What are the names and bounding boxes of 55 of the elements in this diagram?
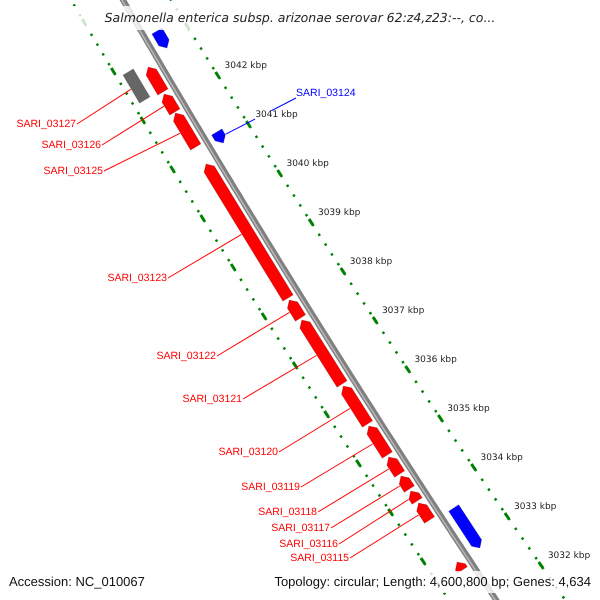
tick-label: 3032 kbp — [548, 552, 590, 561]
gene-feature — [341, 386, 374, 428]
tick-label: 3040 kbp — [286, 160, 329, 169]
tick-label: 3036 kbp — [414, 356, 457, 365]
gene-feature — [299, 320, 348, 388]
leader-line — [216, 312, 290, 356]
gene-feature — [211, 128, 226, 144]
tick-label: 3037 kbp — [382, 307, 424, 316]
gene-feature — [386, 456, 406, 478]
title: Salmonella enterica subsp. arizonae serovar 62:z4,z23:--, co... — [104, 8, 496, 27]
accession-text: Accession: NC_010067 — [9, 573, 145, 592]
gene-label: SARI_03120 — [218, 445, 278, 459]
gene-feature — [286, 300, 306, 322]
gene-feature — [151, 27, 170, 48]
leader-line — [350, 514, 419, 558]
leader-line — [318, 468, 390, 512]
gene-label: SARI_03126 — [41, 138, 101, 152]
gene-feature — [162, 94, 181, 116]
leader-line — [102, 106, 164, 146]
genome-stats-text: Topology: circular; Length: 4,600,800 bp; Genes: 4,634 — [274, 573, 591, 592]
gene-label: SARI_03119 — [241, 480, 300, 494]
gene-feature — [454, 562, 468, 574]
gene-label: SARI_03122 — [156, 349, 216, 363]
leader-line — [168, 234, 242, 278]
gene-label: SARI_03124 — [296, 86, 356, 100]
tick-label: 3039 kbp — [318, 209, 360, 218]
tick-label: 3033 kbp — [514, 503, 556, 512]
gene-feature — [408, 490, 423, 505]
leader-line — [300, 444, 374, 488]
tick-label: 3042 kbp — [224, 62, 267, 71]
gene-label: SARI_03115 — [290, 551, 349, 565]
gene-label: SARI_03123 — [107, 271, 167, 285]
leader-line — [278, 408, 350, 452]
gene-feature — [146, 66, 169, 96]
gene-label: SARI_03117 — [271, 521, 330, 535]
tick-label: 3038 kbp — [350, 258, 392, 267]
gene-label: SARI_03118 — [258, 505, 317, 519]
gene-label: SARI_03125 — [43, 164, 103, 178]
pseudogene-block — [122, 68, 150, 104]
leader-line — [330, 486, 400, 528]
tick-label: 3041 kbp — [255, 111, 298, 120]
gene-feature — [398, 476, 415, 493]
leader-line — [338, 499, 409, 544]
leader-line — [76, 88, 132, 124]
gene-label: SARI_03121 — [182, 392, 242, 406]
gene-label: SARI_03116 — [279, 537, 338, 551]
leader-line — [104, 132, 180, 172]
leader-line — [242, 355, 317, 400]
tick-label: 3034 kbp — [480, 454, 523, 463]
tick-label: 3035 kbp — [447, 405, 490, 414]
gene-feature — [172, 112, 202, 151]
gene-feature — [366, 426, 393, 459]
gene-feature — [416, 502, 436, 524]
gene-label: SARI_03127 — [16, 117, 76, 131]
gene-feature — [448, 504, 482, 548]
